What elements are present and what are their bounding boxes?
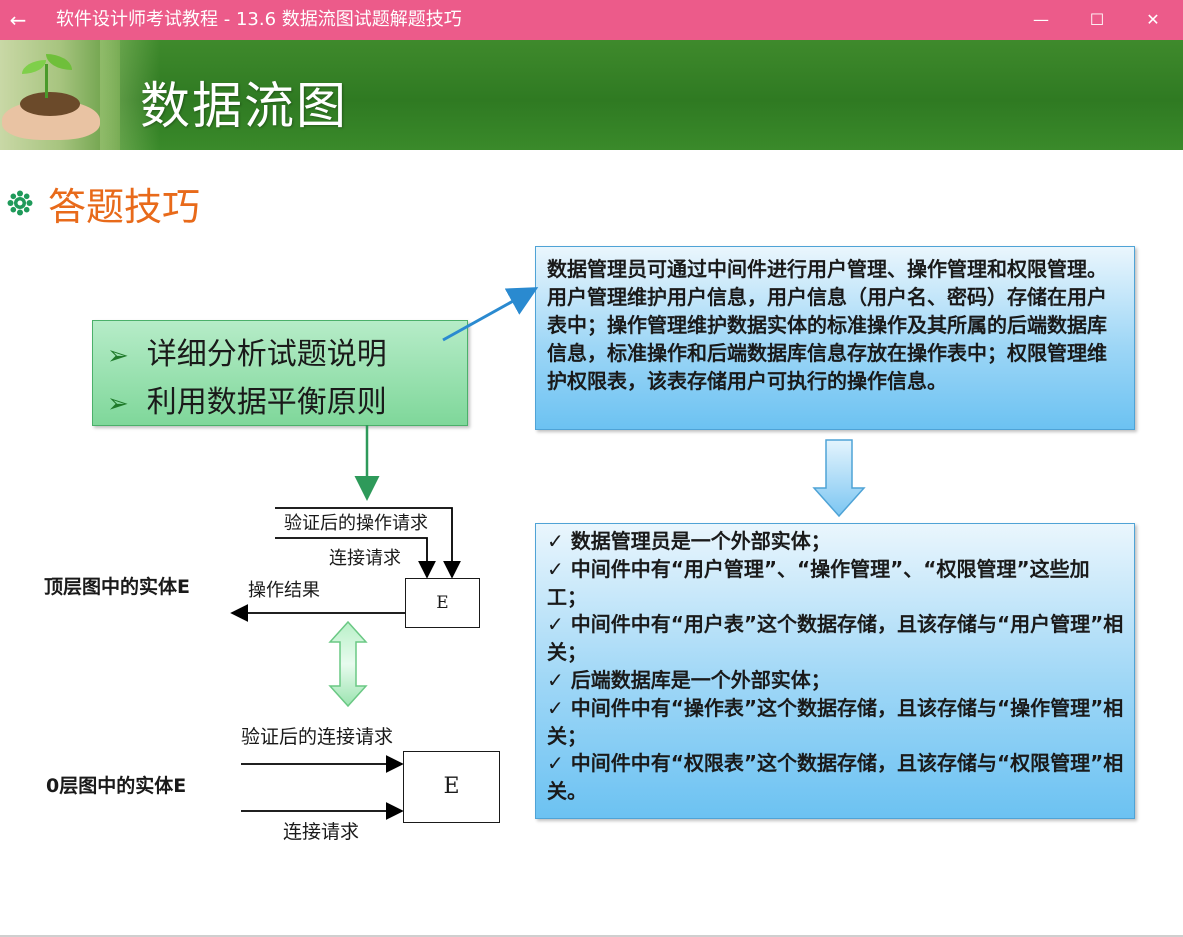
level0-diagram-caption: 0层图中的实体E — [46, 775, 187, 797]
description-box: 数据管理员可通过中间件进行用户管理、操作管理和权限管理。用户管理维护用户信息，用… — [535, 246, 1135, 430]
slide-heading: 数据流图 — [140, 77, 348, 135]
analysis-item: ✓ 中间件中有“操作表”这个数据存储，且该存储与“操作管理”相关； — [547, 695, 1124, 748]
bullet-arrow-icon: ➢ — [107, 341, 129, 371]
close-button[interactable]: ✕ — [1146, 10, 1160, 29]
section-title: 答题技巧 — [48, 185, 201, 229]
analysis-item: ✓ 中间件中有“用户表”这个数据存储，且该存储与“用户管理”相关； — [547, 612, 1124, 665]
down-arrow-icon — [812, 439, 866, 518]
window-title: 软件设计师考试教程 - 13.6 数据流图试题解题技巧 — [56, 9, 462, 30]
bullet-arrow-icon: ➢ — [107, 389, 129, 419]
flow-label-verified-op: 验证后的操作请求 — [284, 513, 428, 534]
flow-label-connect-level0: 连接请求 — [283, 821, 360, 843]
analysis-list: ✓ 数据管理员是一个外部实体； ✓ 中间件中有“用户管理”、“操作管理”、“权限… — [547, 528, 1127, 806]
analysis-item: ✓ 中间件中有“用户管理”、“操作管理”、“权限管理”这些加工； — [547, 556, 1090, 609]
analysis-box: ✓ 数据管理员是一个外部实体； ✓ 中间件中有“用户管理”、“操作管理”、“权限… — [535, 523, 1135, 819]
description-text: 数据管理员可通过中间件进行用户管理、操作管理和权限管理。用户管理维护用户信息，用… — [547, 257, 1107, 393]
tip-item: ➢详细分析试题说明 — [107, 337, 387, 372]
double-arrow-icon — [328, 620, 368, 708]
tip-item: ➢利用数据平衡原则 — [107, 385, 387, 420]
back-arrow-icon[interactable]: ← — [9, 8, 27, 32]
analysis-item: ✓ 数据管理员是一个外部实体； — [547, 529, 831, 553]
analysis-item: ✓ 中间件中有“权限表”这个数据存储，且该存储与“权限管理”相关。 — [547, 751, 1124, 804]
top-diagram-caption: 顶层图中的实体E — [44, 576, 190, 598]
minimize-button[interactable]: — — [1033, 10, 1049, 29]
tips-box: ➢详细分析试题说明 ➢利用数据平衡原则 — [92, 320, 468, 426]
title-bar: ← 软件设计师考试教程 - 13.6 数据流图试题解题技巧 — ☐ ✕ — [0, 0, 1183, 40]
entity-e-top: E — [405, 578, 480, 628]
gear-flower-icon — [7, 190, 33, 216]
flow-label-result: 操作结果 — [248, 580, 320, 601]
flow-label-connect: 连接请求 — [329, 548, 401, 569]
flow-label-verified-connect: 验证后的连接请求 — [241, 726, 394, 748]
entity-e-level0: E — [403, 751, 500, 823]
analysis-item: ✓ 后端数据库是一个外部实体； — [547, 667, 831, 692]
slide-header-banner: 数据流图 — [0, 40, 1183, 150]
bottom-divider — [0, 935, 1183, 937]
maximize-button[interactable]: ☐ — [1089, 10, 1105, 29]
